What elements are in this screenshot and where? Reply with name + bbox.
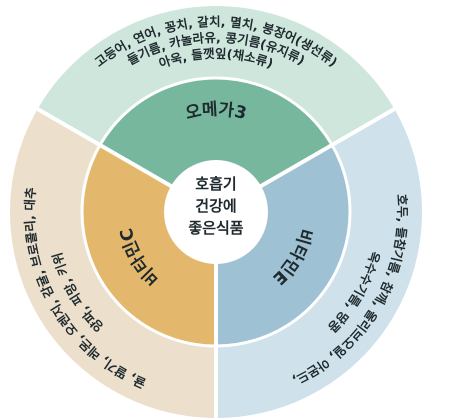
ring-separator xyxy=(80,76,352,348)
center-title-line-1: 호흡기 xyxy=(195,175,236,193)
sector-separator-line xyxy=(258,106,397,189)
center-title-line-2: 건강에 xyxy=(195,197,236,215)
inner-sector-vitamin-e xyxy=(216,145,350,346)
center-circle xyxy=(164,160,268,264)
outer-sector-vitamin-c xyxy=(9,109,217,418)
inner-sector-vitamin-c xyxy=(81,145,217,346)
outer-sector-vitamin-e xyxy=(216,109,422,418)
center-title-line-3: 좋은식품 xyxy=(188,219,243,237)
sector-separator-line xyxy=(35,106,174,189)
inner-sector-omega3 xyxy=(99,78,333,187)
sector-separators xyxy=(35,76,397,419)
